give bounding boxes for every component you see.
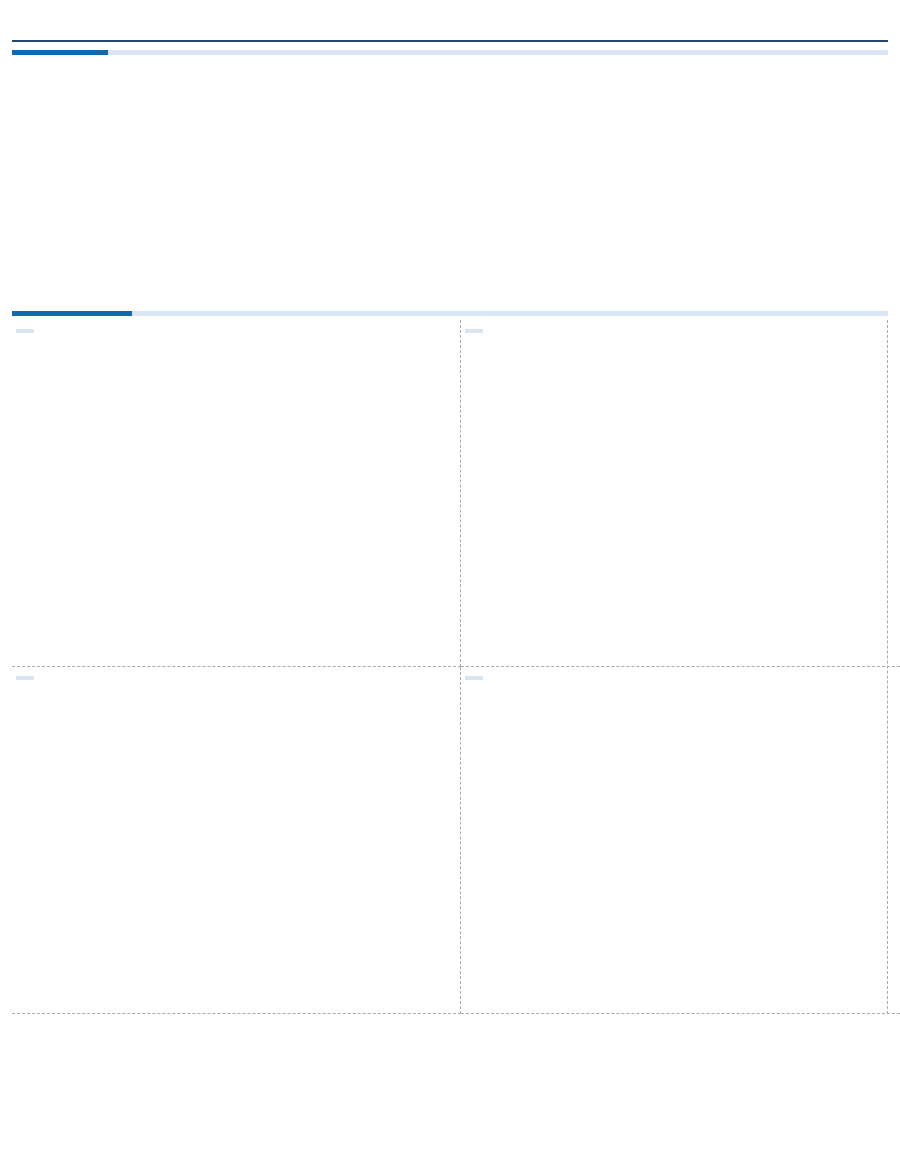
panel-2l050-grommet xyxy=(461,667,900,1014)
panel-2l050-terminal xyxy=(12,667,461,1014)
header xyxy=(12,0,888,40)
panel-title xyxy=(16,676,34,680)
panel-2l030-terminal xyxy=(12,320,461,667)
panel-title xyxy=(16,329,34,333)
panel-2l030-grommet xyxy=(461,320,900,667)
dimension-panels xyxy=(12,320,900,1014)
datasheet-page xyxy=(12,0,900,1014)
dimensions-heading-bar xyxy=(12,311,888,316)
dimensions-section xyxy=(12,311,900,1014)
flow-chart-section xyxy=(12,50,888,307)
panel-title xyxy=(465,676,483,680)
charts-row xyxy=(12,55,888,307)
panel-title xyxy=(465,329,483,333)
flow-chart-heading-bar xyxy=(12,50,888,55)
header-rule xyxy=(12,40,888,42)
